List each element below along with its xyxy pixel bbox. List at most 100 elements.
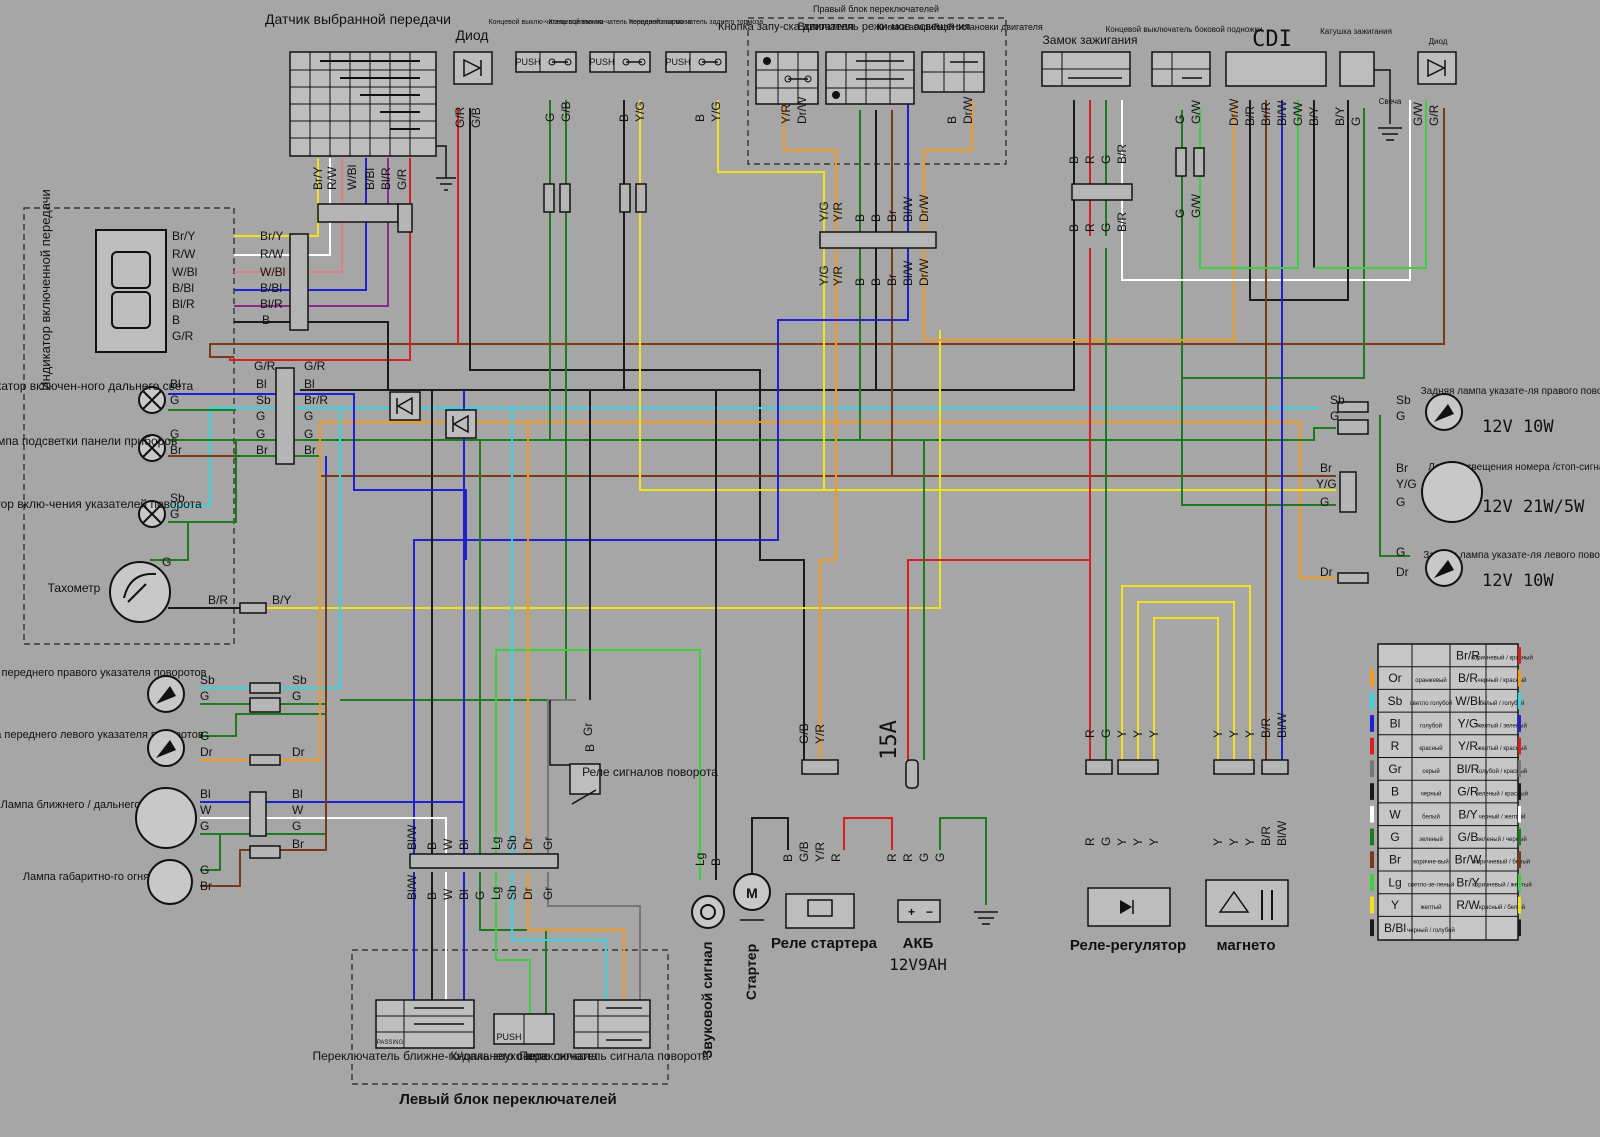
wire-label: Y [1115, 730, 1129, 738]
legend-name: коричневый / красный [1471, 654, 1533, 661]
wire-label: Sb [1330, 393, 1345, 407]
panel-light-label: Лампа подсветки панели приборов [0, 434, 177, 448]
legend-swatch [1370, 715, 1374, 732]
wire-label: G [1396, 409, 1405, 423]
legend-swatch [1370, 919, 1374, 937]
wire-label: B [1067, 224, 1081, 232]
cdi-unit [1225, 51, 1327, 87]
plate-stop-lamp-rating: 12V 21W/5W [1482, 497, 1585, 517]
wire-label: B/Y [1307, 107, 1321, 126]
legend-swatch [1370, 760, 1374, 778]
front-right-turn-lamp [147, 675, 185, 713]
wire-label: B/Bl [363, 168, 377, 190]
wire-label: Y/R [831, 202, 845, 222]
magneto-connector-2 [1261, 759, 1289, 775]
legend-code: Bl [1390, 716, 1401, 730]
wire-label: G [1396, 495, 1405, 509]
wire-label: Br/Y [172, 229, 195, 243]
legend-swatch-right [1518, 828, 1521, 846]
wire-label: Br [1396, 461, 1408, 475]
wire-label: Dr/W [1227, 98, 1241, 126]
legend-name: голубой [1420, 722, 1442, 729]
legend-code: Br/R [1456, 648, 1480, 662]
wire-label: R [1083, 837, 1097, 846]
wire-label: B/R [1243, 106, 1257, 126]
wire-label: B/Bl [260, 281, 282, 295]
svg-text:PUSH: PUSH [496, 1032, 521, 1042]
battery-icon: + − [897, 899, 941, 923]
wire-label: Bl/R [172, 297, 195, 311]
legend-name: красный / белый [1479, 904, 1525, 911]
rear-right-turn-label: Задняя лампа указате-ля правого поворота [1421, 386, 1600, 397]
rear-right-turn-lamp [1425, 393, 1463, 431]
starter-motor-icon: M [733, 873, 771, 921]
wire-label: G [1099, 223, 1113, 232]
legend-swatch-right [1518, 760, 1521, 778]
wire-label: Y [1147, 838, 1161, 846]
wire-label: Lg [693, 853, 707, 866]
rl-turn-connector [1337, 572, 1369, 584]
side-stand-connector-2 [1193, 147, 1205, 177]
headlight-connector [249, 791, 267, 837]
wire-label: B [853, 278, 867, 286]
tachometer-icon [109, 561, 171, 623]
magneto [1205, 879, 1289, 927]
wire-label: G/R [254, 359, 276, 373]
wire-label: R/W [260, 247, 284, 261]
legend-swatch-right [1518, 692, 1521, 710]
wire-label: Bl/R [260, 297, 283, 311]
wire-label: G/B [559, 101, 573, 122]
wire-label: W [441, 838, 455, 850]
wires [150, 100, 1445, 1014]
legend-name: черный / голубой [1407, 927, 1455, 934]
front-right-turn-label: Лампа переднего правого указателя поворо… [0, 667, 207, 679]
start-button-label: Кнопка запу-ска двигателя [718, 21, 854, 33]
wire-label: G/W [1411, 101, 1425, 126]
wire-label: Dr/W [917, 258, 931, 286]
wire-label: B [617, 114, 631, 122]
legend-name: голубой / красный [1477, 768, 1527, 775]
wire-label: Y [1243, 730, 1257, 738]
wire-label: B [853, 214, 867, 222]
wire-label: Br [304, 443, 316, 457]
wire-label: Dr [200, 745, 213, 759]
fr-turn-connector-2 [249, 697, 281, 713]
headlight-lamp [135, 787, 197, 849]
wire-label: Gr [541, 887, 555, 900]
wire-label: G [256, 427, 265, 441]
wire-label: W/Bl [260, 265, 285, 279]
wire-label: Y [1227, 730, 1241, 738]
wire-label: Sb [292, 673, 307, 687]
left-block-group [351, 949, 669, 1085]
turn-switch-label: Переключатель сигнала поворота [519, 1049, 709, 1063]
rear-left-turn-rating: 12V 10W [1482, 571, 1554, 591]
legend-code: W [1389, 807, 1401, 821]
legend-swatch [1370, 874, 1374, 891]
parking-lamp-label: Лампа габаритно-го огня [23, 871, 149, 883]
legend-swatch-right [1518, 874, 1521, 891]
legend-name: коричне-вый [1413, 859, 1448, 866]
legend-code: G [1390, 830, 1399, 844]
plate-stop-lamp-label: Лампа освещения номера /стоп-сигнала [1428, 462, 1600, 473]
fuse-label: 15A [877, 720, 902, 760]
wire-label: G/W [1291, 101, 1305, 126]
kill-switch [921, 51, 985, 93]
brake-connector [619, 183, 631, 213]
turn-switch [573, 999, 651, 1049]
legend-swatch-right [1518, 805, 1521, 823]
legend-swatch-right [1518, 715, 1521, 732]
legend-code: B/Y [1458, 807, 1477, 821]
clutch-switch-label: Концевой выклю-чатель сцепления [488, 18, 603, 26]
wire-label: B [1067, 156, 1081, 164]
legend-name: коричневый / белый [1474, 859, 1530, 866]
wire-label: Sb [200, 673, 215, 687]
wire-label: G [1173, 115, 1187, 124]
svg-text:PUSH: PUSH [589, 57, 614, 67]
battery-label: АКБ [903, 935, 934, 952]
wire-label: Dr [521, 887, 535, 900]
wire-label: G [170, 507, 179, 521]
gear-sensor [289, 51, 456, 191]
clutch-switch: PUSH [515, 51, 577, 73]
legend-swatch-right [1518, 851, 1521, 868]
